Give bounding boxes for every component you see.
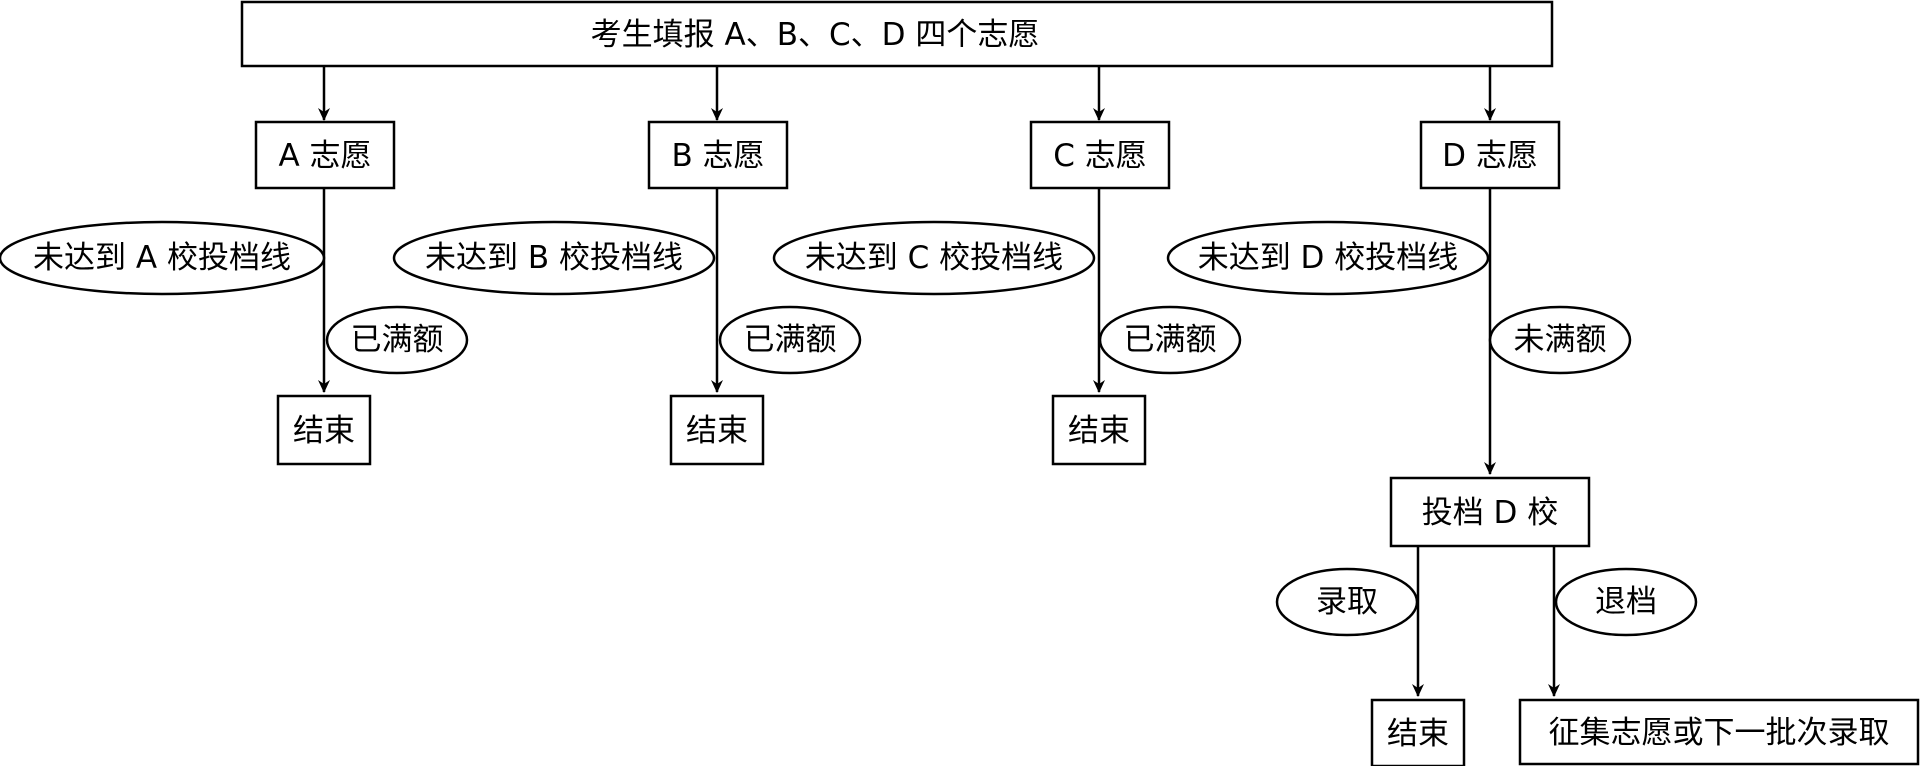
condition-label-a: 未达到 A 校投档线: [33, 240, 291, 276]
condition-label-d: 未达到 D 校投档线: [1198, 240, 1459, 276]
admit-label: 录取: [1316, 584, 1378, 620]
condition-label-b: 未达到 B 校投档线: [425, 240, 683, 276]
top-label: 考生填报 A、B、C、D 四个志愿: [591, 17, 1040, 53]
choice-label-d: D 志愿: [1442, 138, 1538, 174]
admit-end-label: 结束: [1387, 716, 1449, 752]
admit-oval: [1275, 567, 1419, 637]
admit-end-box: [1370, 698, 1466, 766]
choice-box-c: [1029, 120, 1171, 190]
quota-label-b: 已满额: [744, 322, 837, 358]
reject-oval: [1554, 567, 1698, 637]
end-box-b: [669, 394, 765, 466]
end-label-b: 结束: [686, 413, 748, 449]
quota-label-d: 未满额: [1514, 322, 1607, 358]
condition-oval-d: [1166, 220, 1490, 296]
condition-label-c: 未达到 C 校投档线: [805, 240, 1063, 276]
quota-oval-c: [1098, 305, 1242, 375]
quota-oval-d: [1488, 305, 1632, 375]
condition-oval-b: [392, 220, 716, 296]
reject-end-box: [1518, 698, 1920, 766]
reject-end-label: 征集志愿或下一批次录取: [1549, 715, 1890, 751]
submit-d-label: 投档 D 校: [1422, 495, 1559, 531]
end-label-a: 结束: [293, 413, 355, 449]
end-box-c: [1051, 394, 1147, 466]
choice-box-b: [647, 120, 789, 190]
quota-label-c: 已满额: [1124, 322, 1217, 358]
choice-box-d: [1419, 120, 1561, 190]
top-box: [240, 0, 1554, 68]
choice-label-b: B 志愿: [671, 138, 764, 174]
submit-d-box: [1389, 476, 1591, 548]
end-box-a: [276, 394, 372, 466]
end-label-c: 结束: [1068, 413, 1130, 449]
condition-oval-a: [0, 220, 326, 296]
quota-oval-b: [718, 305, 862, 375]
reject-label: 退档: [1595, 584, 1657, 620]
quota-label-a: 已满额: [351, 322, 444, 358]
choice-label-a: A 志愿: [278, 138, 371, 174]
quota-oval-a: [325, 305, 469, 375]
condition-oval-c: [772, 220, 1096, 296]
choice-label-c: C 志愿: [1053, 138, 1147, 174]
